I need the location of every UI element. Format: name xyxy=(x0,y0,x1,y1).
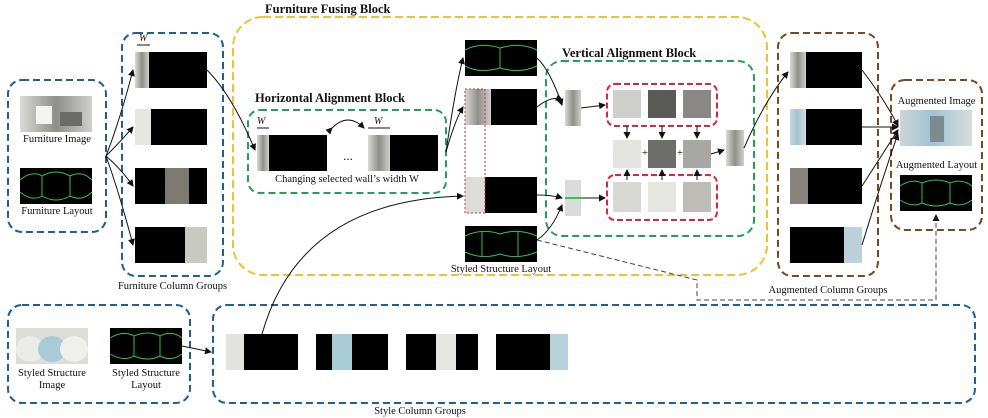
furniture-column-groups-label: Furniture Column Groups xyxy=(117,281,228,292)
furniture-layout-image xyxy=(19,168,93,204)
furniture-column-panel-4 xyxy=(135,227,207,263)
vertical-top-patch-1 xyxy=(613,90,641,118)
vertical-alignment-block-title: Vertical Alignment Block xyxy=(562,46,697,60)
plus-sign-2: + xyxy=(677,148,683,159)
style-column-panel-3 xyxy=(406,334,478,370)
fusing-layout-top xyxy=(464,40,538,76)
augmented-image-label: Augmented Image xyxy=(897,96,976,107)
flow-arrows xyxy=(105,57,900,355)
furniture-column-panel-1 xyxy=(135,52,207,88)
furniture-layout-label: Furniture Layout xyxy=(21,206,93,217)
vertical-top-patch-2 xyxy=(648,90,676,118)
augmented-image xyxy=(900,110,972,146)
styled-structure-layout-mid xyxy=(464,226,538,262)
width-symbol-left: W xyxy=(257,116,266,127)
styled-structure-image xyxy=(16,328,88,364)
furniture-fusing-block-box xyxy=(232,16,768,276)
augmented-column-groups-label: Augmented Column Groups xyxy=(768,285,888,296)
horizontal-panel-left xyxy=(257,135,327,171)
vertical-bottom-patch-2 xyxy=(648,182,676,212)
furniture-input-group xyxy=(7,79,107,233)
style-column-groups-label: Style Column Groups xyxy=(374,406,466,417)
vertical-output xyxy=(726,130,744,166)
style-column-panel-4 xyxy=(496,334,568,370)
vertical-top-patch-3 xyxy=(683,90,711,118)
styled-structure-layout-mid-label: Styled Structure Layout xyxy=(450,264,552,275)
augmented-column-panel-2 xyxy=(790,109,862,145)
width-symbol-right: W xyxy=(374,116,383,127)
furniture-column-panel-3 xyxy=(135,168,207,204)
styled-structure-image-label: Styled Structure Image xyxy=(18,368,86,391)
fusing-image-top xyxy=(465,89,537,125)
augmented-column-groups-box xyxy=(777,32,879,277)
vertical-bottom-patch-3 xyxy=(683,182,711,212)
vertical-bottom-patch-1 xyxy=(613,182,641,212)
vertical-alignment-block-box xyxy=(545,60,755,237)
horizontal-panel-right xyxy=(368,135,438,171)
augmented-column-panel-3 xyxy=(790,168,862,204)
vertical-mid-patch-1 xyxy=(613,140,641,168)
swap-arrow xyxy=(325,119,365,135)
furniture-column-panel-2 xyxy=(135,109,207,145)
furniture-fusing-block-title: Furniture Fusing Block xyxy=(265,2,391,16)
augmented-column-panel-1 xyxy=(790,52,862,88)
style-column-panel-1 xyxy=(226,334,298,370)
augmented-column-panel-4 xyxy=(790,227,862,263)
styled-structure-layout-image xyxy=(109,328,183,364)
furniture-image-label: Furniture Image xyxy=(23,134,91,145)
vertical-input-top xyxy=(565,90,581,126)
changing-width-label: Changing selected wall’s width W xyxy=(275,174,419,185)
dashed-arrows xyxy=(536,214,940,301)
horizontal-alignment-block-title: Horizontal Alignment Block xyxy=(255,91,405,105)
styled-structure-input-group xyxy=(7,304,191,404)
width-symbol-top: W xyxy=(139,33,148,44)
style-column-panel-2 xyxy=(316,334,388,370)
styled-structure-layout-label: Styled Structure Layout xyxy=(112,368,180,391)
augmented-layout-image xyxy=(899,175,973,211)
style-column-groups-box xyxy=(212,304,976,404)
fusing-image-bottom xyxy=(465,177,537,213)
furniture-image xyxy=(20,96,92,132)
furniture-column-groups-box xyxy=(121,32,224,277)
vertical-mid-patch-3 xyxy=(683,140,711,168)
ellipsis-text: ... xyxy=(343,148,353,163)
plus-sign-1: + xyxy=(642,148,648,159)
selected-column-highlight xyxy=(464,88,486,214)
augmented-layout-label: Augmented Layout xyxy=(895,160,978,171)
vertical-mid-patch-2 xyxy=(648,140,676,168)
